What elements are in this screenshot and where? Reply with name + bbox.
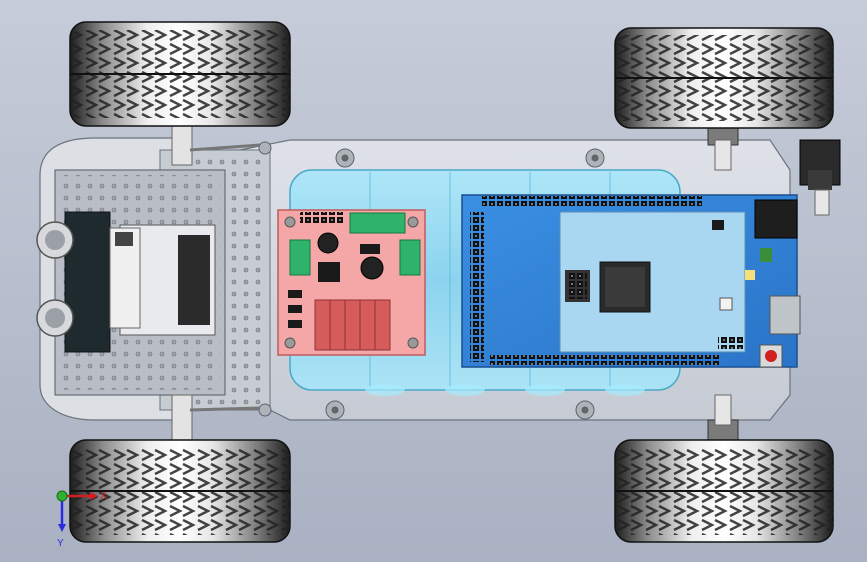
wheel-front-left[interactable] [69, 21, 291, 127]
coordinate-triad: X Y [56, 490, 107, 549]
ultrasonic-sensor[interactable] [36, 211, 141, 353]
wheel-front-right[interactable] [614, 27, 834, 129]
axle-assembly [171, 124, 739, 441]
x-axis-label: X [100, 491, 107, 502]
motor-driver-board[interactable] [277, 209, 426, 356]
y-axis-label: Y [57, 538, 64, 549]
microcontroller-board[interactable] [461, 194, 801, 368]
power-switch[interactable] [799, 139, 841, 216]
wheel-rear-left[interactable] [69, 439, 291, 543]
wheel-rear-right[interactable] [614, 439, 834, 543]
